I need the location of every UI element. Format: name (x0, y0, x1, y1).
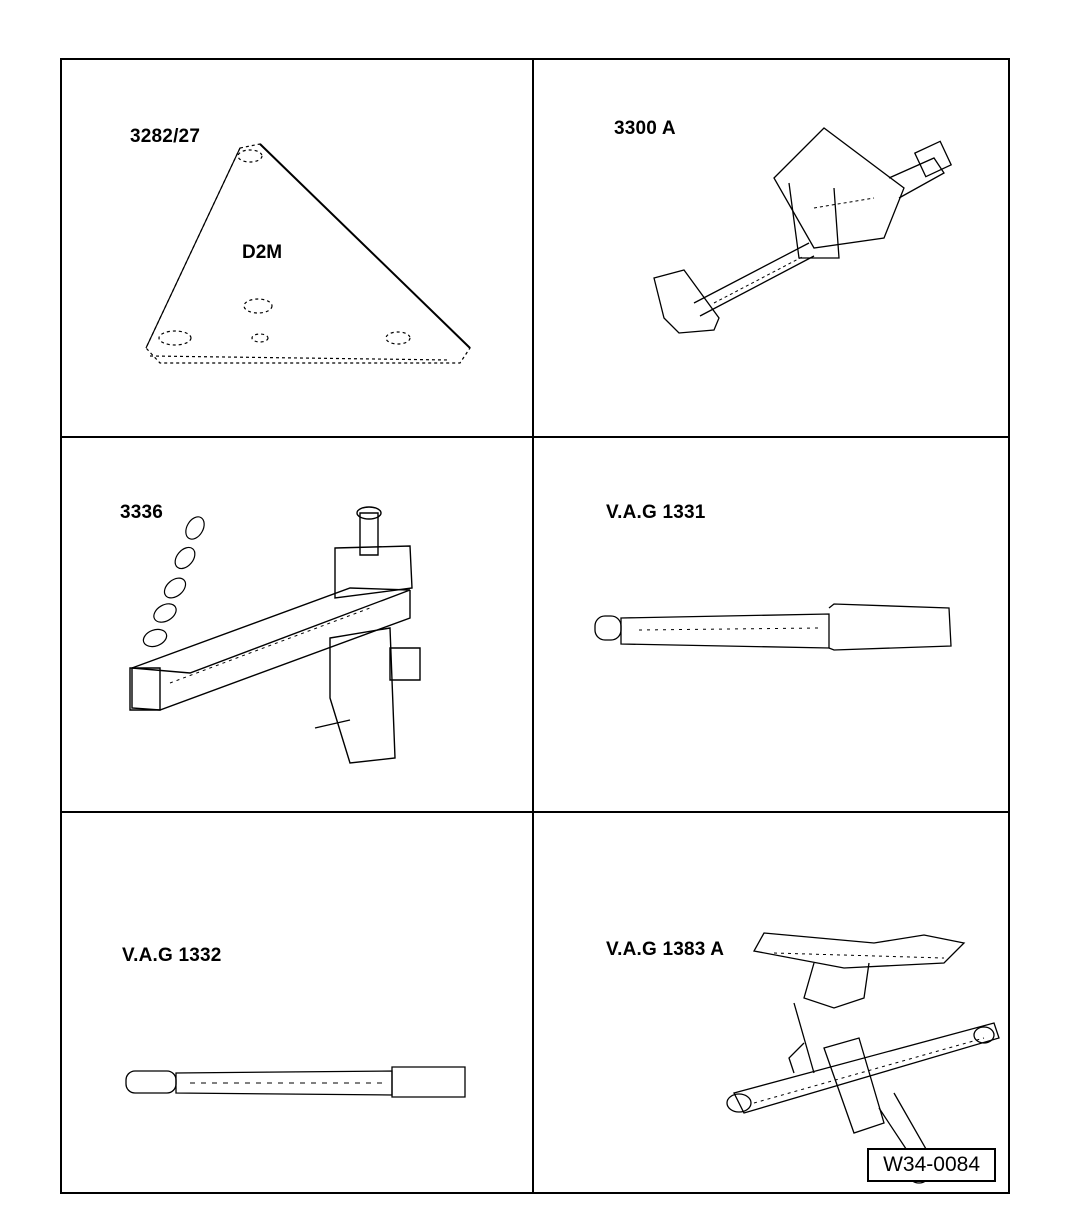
grid-divider-vertical (532, 58, 534, 1194)
cell-3300a: 3300 A (534, 58, 1010, 438)
tool-label-3300a: 3300 A (614, 118, 676, 139)
puller-tool-illustration (634, 118, 954, 338)
d2m-marking: D2M (242, 242, 282, 263)
cell-vag1331: V.A.G 1331 (534, 438, 1010, 813)
cell-vag1332: V.A.G 1332 (60, 813, 534, 1194)
figure-reference: W34-0084 (867, 1148, 996, 1182)
cell-3336: 3336 (60, 438, 534, 813)
cell-3282-27: 3282/27 D2M (60, 58, 534, 438)
tool-label-vag1331: V.A.G 1331 (606, 502, 706, 523)
cell-vag1383a: V.A.G 1383 A W34-0084 (534, 813, 1010, 1194)
tool-label-3282-27: 3282/27 (130, 126, 201, 147)
tool-label-3336: 3336 (120, 502, 164, 523)
tool-sheet: 3282/27 D2M 3300 A (60, 58, 1010, 1194)
tool-label-vag1332: V.A.G 1332 (122, 945, 222, 966)
grid-divider-row2 (60, 811, 1010, 813)
triangle-plate-illustration: D2M (140, 138, 480, 378)
grid-divider-row1 (60, 436, 1010, 438)
torque-wrench-1331-illustration (589, 598, 959, 668)
grid-frame (60, 58, 1010, 1194)
tool-label-vag1383a: V.A.G 1383 A (606, 939, 725, 960)
engine-support-illustration (120, 498, 450, 738)
torque-wrench-1332-illustration (120, 1053, 480, 1113)
